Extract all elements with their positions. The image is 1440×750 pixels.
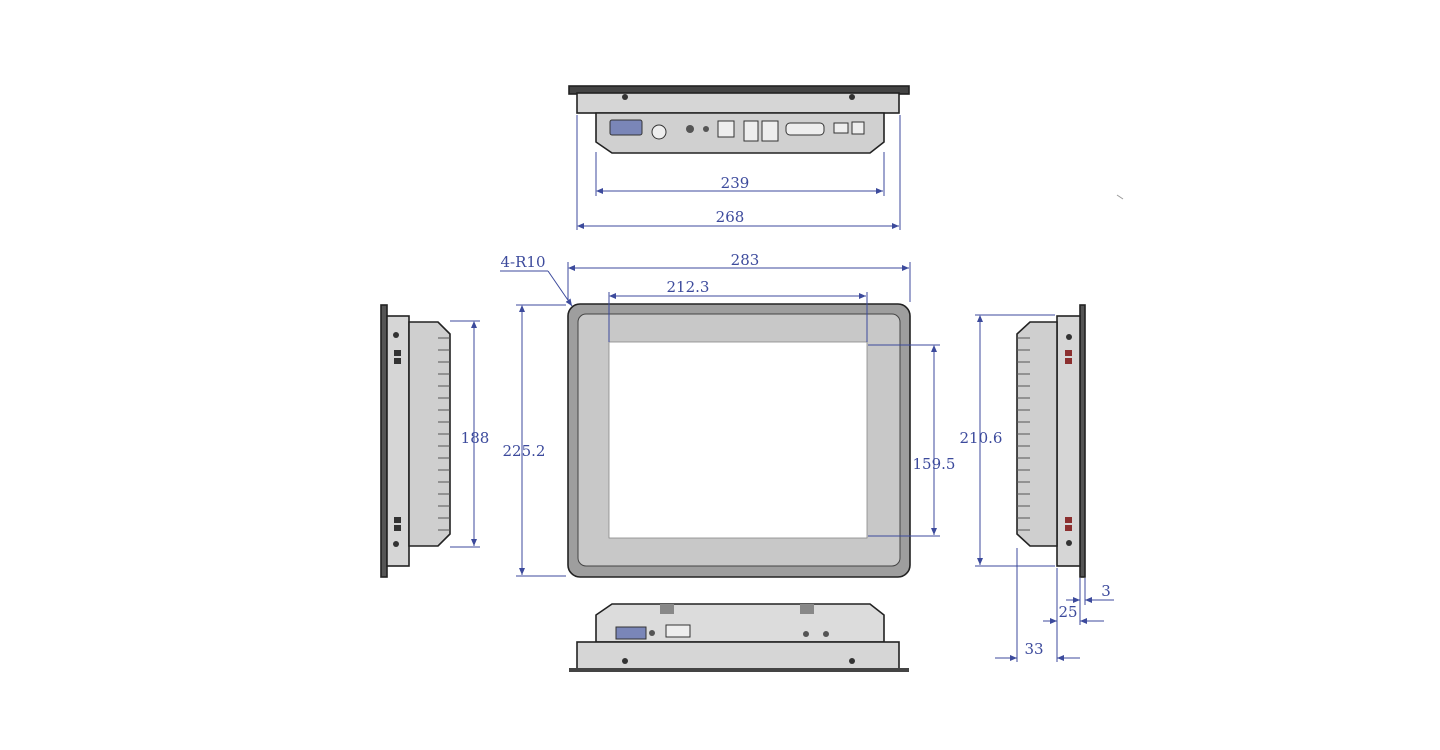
port-icon — [1065, 525, 1072, 531]
dimension-label-188: 188 — [461, 429, 490, 447]
right-heatsink-body — [1016, 321, 1058, 547]
port-icon — [394, 517, 401, 523]
dimension-label-212-3: 212.3 — [667, 278, 710, 296]
screw-icon — [622, 658, 628, 664]
led-icon — [703, 126, 709, 132]
screw-icon — [803, 631, 809, 637]
port-icon — [394, 358, 401, 364]
port-icon — [1065, 358, 1072, 364]
screw-icon — [849, 94, 855, 100]
left-bezel — [380, 304, 388, 578]
dimension-label-25: 25 — [1058, 603, 1077, 621]
dimension-label-239: 239 — [721, 174, 750, 192]
dimension-label-283: 283 — [731, 251, 760, 269]
screw-icon — [849, 658, 855, 664]
connector-icon — [615, 626, 647, 640]
bottom-view — [569, 603, 909, 672]
usb-port-icon — [717, 120, 735, 138]
bottom-frame — [576, 641, 900, 670]
usb-port-icon — [761, 120, 779, 142]
stray-mark — [1116, 194, 1124, 200]
dimension-label-3: 3 — [1101, 582, 1111, 600]
dimension-label-268: 268 — [716, 208, 745, 226]
heatsink-fins — [1017, 337, 1030, 531]
left-heatsink-body — [408, 321, 451, 547]
port-icon — [1065, 350, 1072, 356]
button-icon — [649, 630, 655, 636]
port-icon — [1065, 517, 1072, 523]
bottom-rail — [800, 604, 814, 614]
vga-port-icon — [609, 119, 643, 136]
dimension-label-159-5: 159.5 — [913, 455, 956, 473]
top-view: 239 268 — [568, 85, 910, 230]
slot-icon — [665, 624, 691, 638]
dimension-label-225-2: 225.2 — [503, 442, 546, 460]
bottom-bezel — [569, 668, 909, 672]
heatsink-fins — [438, 337, 450, 531]
usb-port-icon — [743, 120, 759, 142]
front-view: 283 212.3 4-R10 225.2 159.5 — [500, 251, 956, 578]
audio-port-icon — [851, 121, 865, 135]
port-icon — [394, 525, 401, 531]
screw-icon — [393, 332, 399, 338]
power-button-icon — [651, 124, 667, 140]
screw-icon — [622, 94, 628, 100]
bottom-rail — [660, 604, 674, 614]
screw-icon — [823, 631, 829, 637]
touch-screen-area — [608, 341, 868, 539]
lan-port-icon — [833, 122, 849, 134]
port-icon — [394, 350, 401, 356]
dimension-label-radius: 4-R10 — [501, 253, 546, 271]
dc-jack-icon — [686, 125, 694, 133]
right-side-view: 210.6 3 25 33 — [960, 304, 1114, 662]
screw-icon — [1066, 540, 1072, 546]
screw-icon — [393, 541, 399, 547]
dimension-label-33: 33 — [1024, 640, 1043, 658]
left-side-view: 188 — [380, 304, 490, 578]
radius-leader-line — [547, 270, 573, 307]
serial-port-icon — [785, 122, 825, 136]
dimension-label-210-6: 210.6 — [960, 429, 1003, 447]
screw-icon — [1066, 334, 1072, 340]
